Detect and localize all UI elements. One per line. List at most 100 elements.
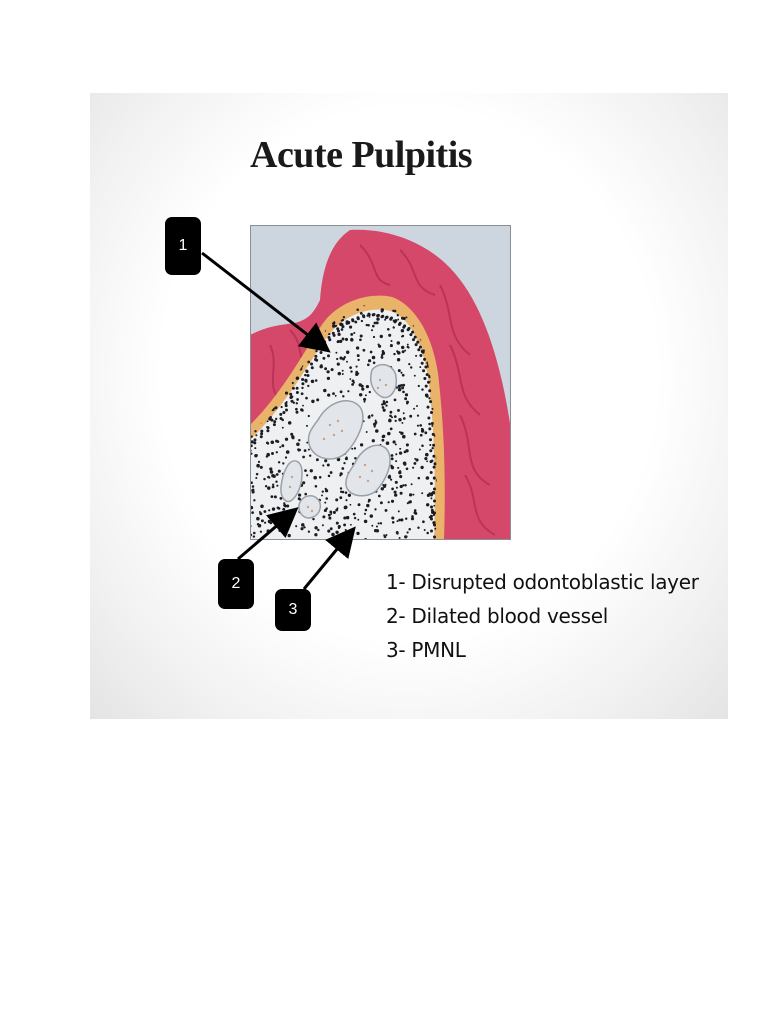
odontoblast-nucleus <box>433 511 436 515</box>
pmnl-dot <box>271 514 275 518</box>
odontoblast-nucleus <box>409 333 413 337</box>
pmnl-dot <box>347 493 352 497</box>
pmnl-dot <box>274 513 277 517</box>
odontoblast-nucleus <box>424 384 428 388</box>
pmnl-dot <box>396 357 401 362</box>
pmnl-dot <box>390 465 395 470</box>
odontoblast-nucleus <box>266 429 270 433</box>
pmnl-dot <box>407 346 410 349</box>
pmnl-dot <box>404 484 407 487</box>
pmnl-dot <box>361 387 365 391</box>
odontoblast-nucleus <box>412 338 415 342</box>
odontoblast-nucleus <box>413 335 417 339</box>
pmnl-dot <box>278 528 282 533</box>
pmnl-dot <box>362 348 366 352</box>
pmnl-dot <box>373 422 377 426</box>
pmnl-dot <box>394 493 398 497</box>
pmnl-dot <box>252 535 256 538</box>
pmnl-dot <box>350 338 354 342</box>
pmnl-dot <box>352 512 356 516</box>
pmnl-dot <box>281 426 284 429</box>
pmnl-dot <box>402 484 405 487</box>
blood-vessel <box>280 460 303 503</box>
odontoblast-nucleus <box>259 435 263 439</box>
pmnl-dot <box>396 314 399 317</box>
pmnl-dot <box>254 430 257 433</box>
pmnl-dot <box>391 521 395 524</box>
blood-vessel <box>345 444 391 497</box>
pmnl-dot <box>390 478 393 481</box>
pmnl-dot <box>276 506 280 510</box>
pmnl-dot <box>279 446 282 449</box>
pmnl-dot <box>400 371 403 374</box>
callout-badge-3: 3 <box>275 589 311 631</box>
pmnl-dot <box>270 418 274 422</box>
odontoblast-nucleus <box>421 350 425 354</box>
pmnl-dot <box>357 358 360 362</box>
pmnl-dot <box>357 503 361 507</box>
pmnl-dot <box>275 451 278 454</box>
pmnl-dot <box>335 351 338 354</box>
odontoblast-nucleus <box>433 535 436 539</box>
pmnl-dot <box>424 457 428 461</box>
odontoblast-nucleus <box>285 408 288 412</box>
pmnl-dot <box>331 532 335 537</box>
pmnl-dot <box>351 379 355 383</box>
odontoblast-nucleus <box>319 351 323 354</box>
pmnl-dot <box>429 514 433 518</box>
pmnl-dot <box>336 357 339 361</box>
pmnl-dot <box>283 503 287 507</box>
pmnl-dot <box>298 493 302 497</box>
pmnl-dot <box>385 404 388 407</box>
legend: 1- Disrupted odontoblastic layer 2- Dila… <box>386 565 699 667</box>
pmnl-dot <box>301 523 305 527</box>
pmnl-dot <box>390 457 394 461</box>
pmnl-dot <box>373 528 378 533</box>
pmnl-dot <box>384 508 388 512</box>
pmnl-dot <box>302 404 304 407</box>
pmnl-dot <box>305 396 308 400</box>
pmnl-dot <box>395 460 398 463</box>
dentin-layer <box>250 225 511 540</box>
pmnl-dot <box>379 522 383 525</box>
pmnl-dot <box>284 437 289 441</box>
pmnl-dot <box>365 323 369 327</box>
pmnl-dot <box>359 312 363 315</box>
pmnl-dot <box>370 329 374 332</box>
pmnl-dot <box>277 469 281 473</box>
odontoblast-nucleus <box>253 441 257 445</box>
pmnl-dot <box>363 397 367 401</box>
pmnl-dot <box>433 462 437 466</box>
pmnl-dot <box>422 520 425 524</box>
pmnl-dot <box>401 316 404 320</box>
pmnl-dot <box>349 325 353 329</box>
pmnl-dot <box>351 447 354 450</box>
pmnl-dot <box>413 374 416 377</box>
pmnl-dot <box>285 450 290 454</box>
pmnl-dot <box>357 372 360 375</box>
pmnl-dot <box>342 316 346 319</box>
pmnl-dot <box>295 525 298 528</box>
pmnl-dot <box>324 489 329 493</box>
pmnl-dot <box>339 487 343 490</box>
odontoblast-nucleus <box>426 405 430 409</box>
odontoblast-nucleus <box>340 323 344 326</box>
odontoblast-nucleus <box>429 438 432 442</box>
pmnl-dot <box>255 472 259 476</box>
pmnl-dot <box>273 495 277 499</box>
pmnl-dot <box>344 491 348 494</box>
pmnl-dot <box>291 518 294 521</box>
pmnl-dot <box>280 405 283 409</box>
pmnl-dot <box>375 321 379 325</box>
pmnl-dot <box>401 373 405 377</box>
pmnl-dot <box>323 388 327 393</box>
odontoblast-nucleus <box>425 373 429 377</box>
pmnl-dot <box>348 535 352 538</box>
pmnl-dot <box>282 526 287 530</box>
pmnl-dot <box>400 518 404 522</box>
pmnl-dot <box>336 507 339 510</box>
pmnl-dot <box>395 486 398 489</box>
pmnl-dot <box>301 386 304 390</box>
pmnl-dot <box>321 524 324 527</box>
pmnl-dot <box>314 379 318 382</box>
